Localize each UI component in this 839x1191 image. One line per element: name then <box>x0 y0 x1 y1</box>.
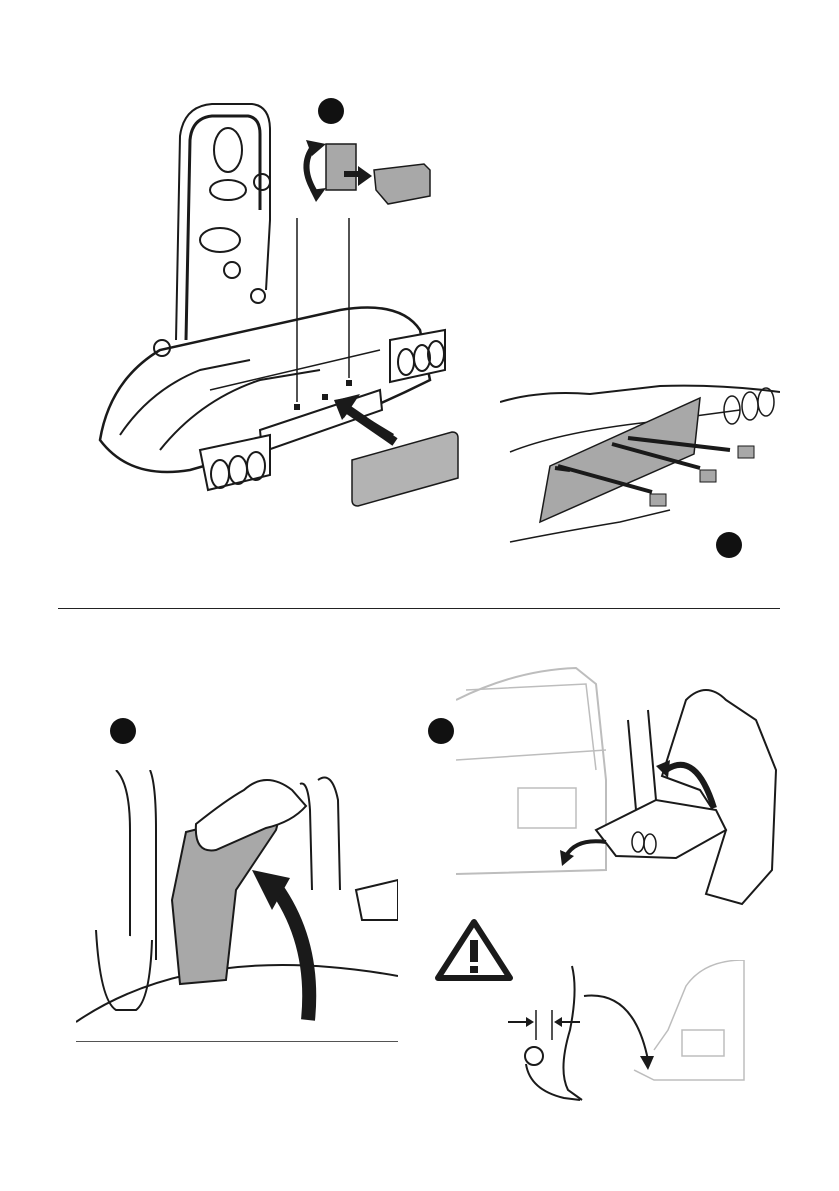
hitch-detail-illustration <box>504 960 754 1110</box>
step-4-illustration <box>456 660 786 920</box>
step-3-illustration <box>76 770 398 1042</box>
step-4-marker <box>428 718 454 744</box>
step-1-illustration <box>90 90 470 520</box>
step-2-illustration <box>500 382 780 558</box>
section-divider <box>58 608 780 609</box>
step-1-marker <box>318 98 344 124</box>
step-3-marker <box>110 718 136 744</box>
warning-icon <box>434 918 514 982</box>
step-2-marker <box>716 532 742 558</box>
